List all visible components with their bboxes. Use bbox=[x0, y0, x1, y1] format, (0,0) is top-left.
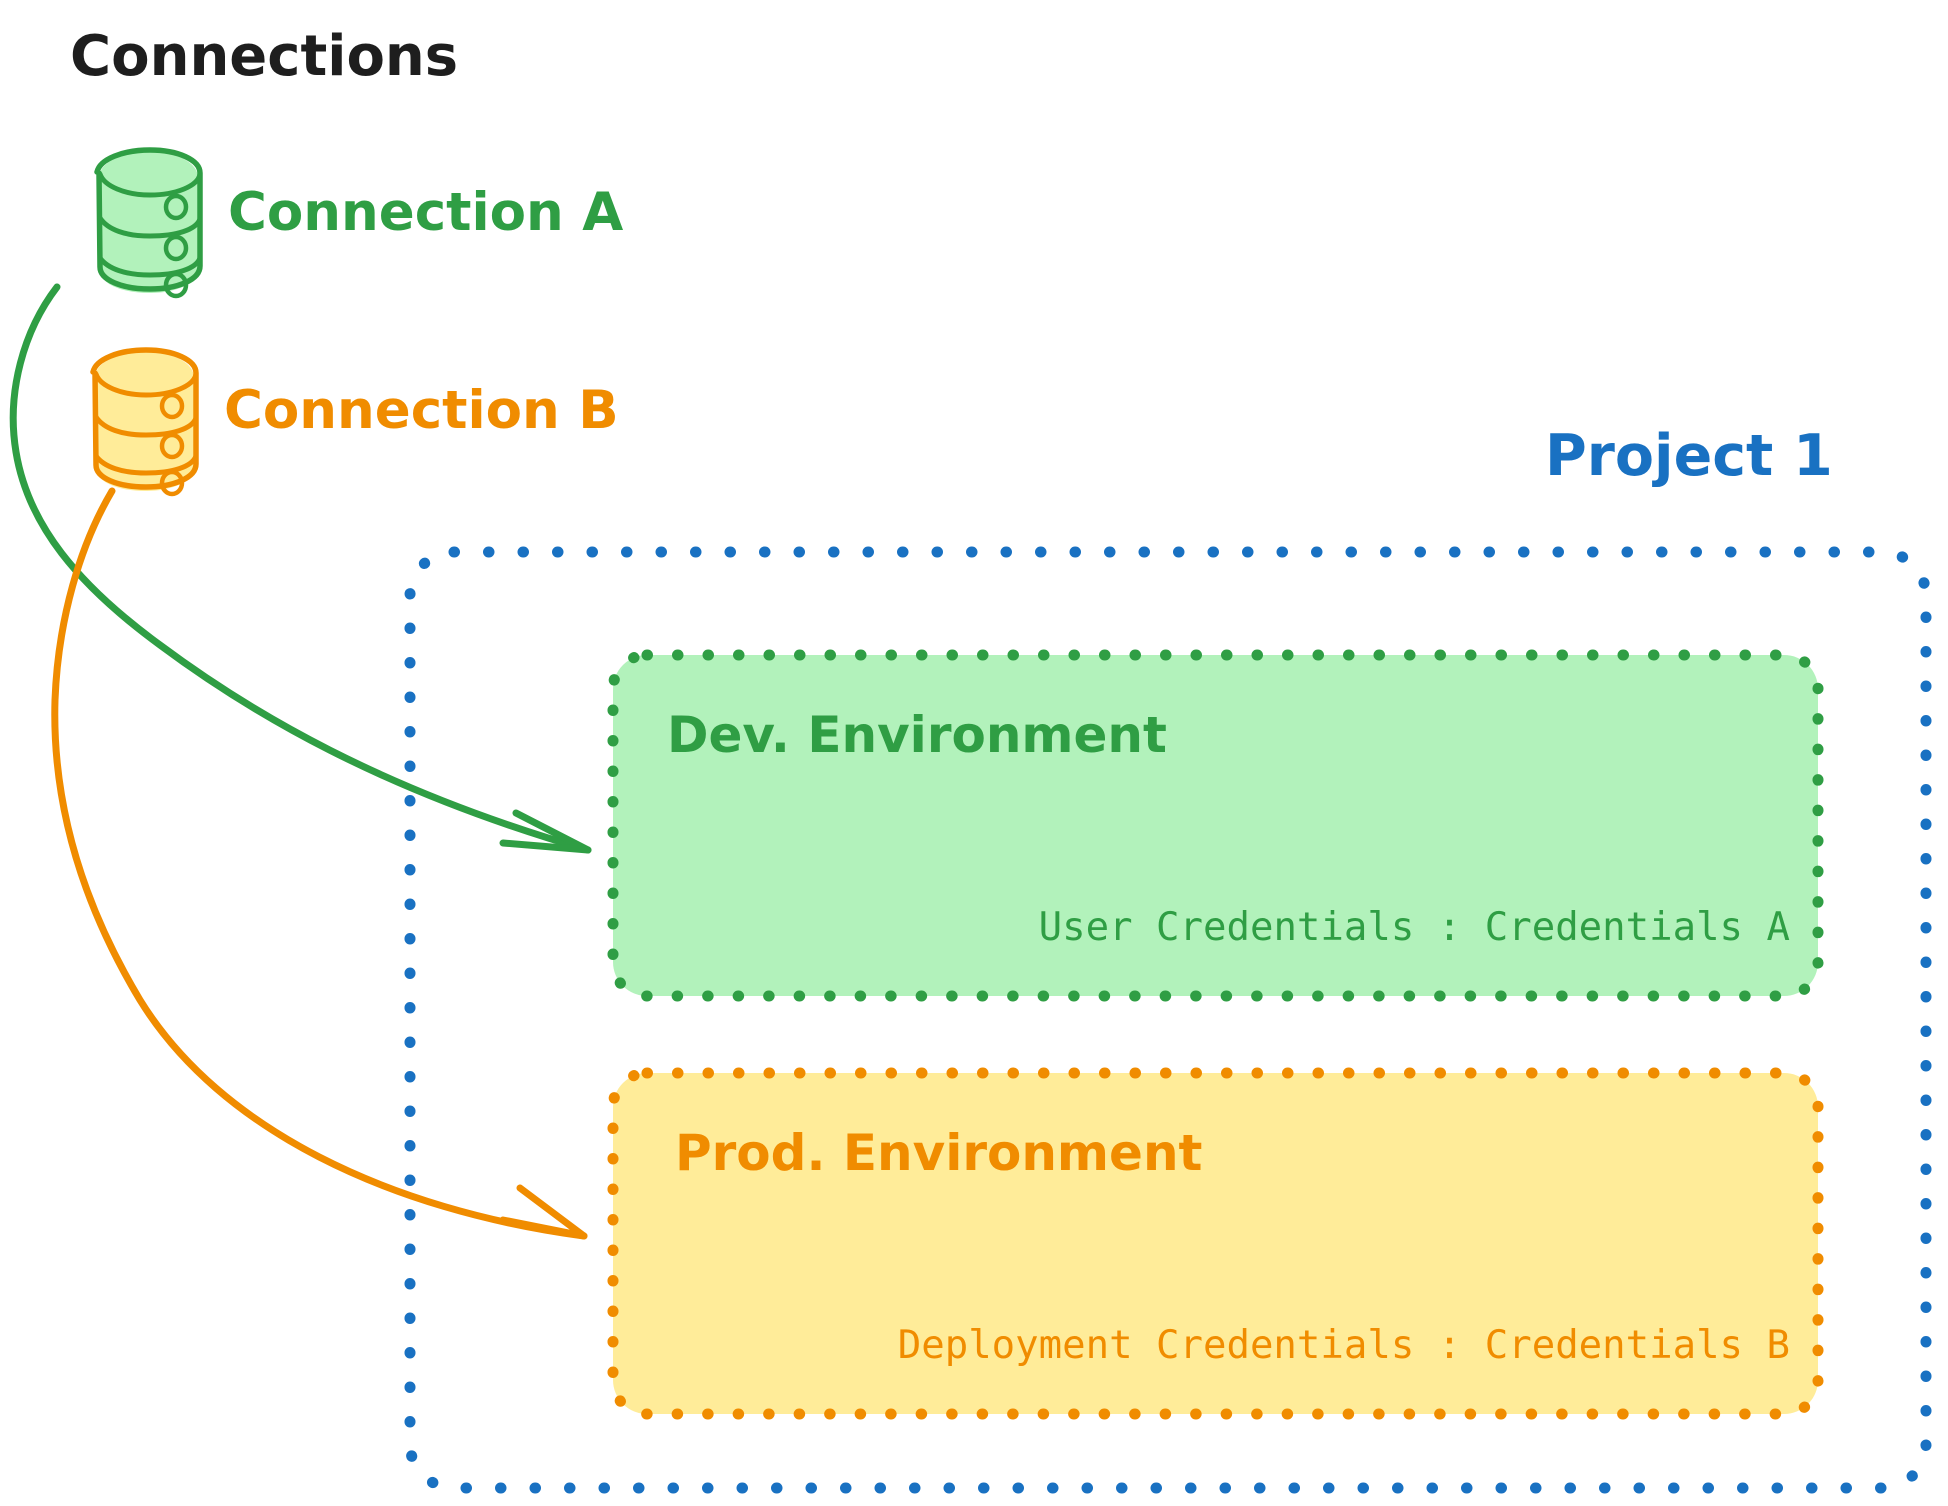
connection-a[interactable]: Connection A bbox=[94, 147, 623, 299]
database-icon bbox=[94, 147, 203, 299]
arrow-b-head-icon bbox=[499, 1184, 588, 1240]
arrow-b-path bbox=[51, 487, 588, 1240]
database-icon-led-1 bbox=[163, 193, 189, 221]
dev-environment-fill bbox=[613, 655, 1818, 996]
database-icon-led-2 bbox=[163, 234, 189, 262]
connection-b[interactable]: Connection B bbox=[90, 347, 619, 497]
database-icon-body bbox=[90, 347, 199, 490]
database-icon-top-ellipse bbox=[93, 371, 199, 398]
arrow-a-path bbox=[9, 283, 592, 854]
database-icon-band-1 bbox=[97, 215, 203, 239]
prod-environment-fill bbox=[613, 1073, 1818, 1414]
dev-environment-title: Dev. Environment bbox=[667, 706, 1167, 764]
database-icon-band-1 bbox=[93, 414, 199, 438]
prod-environment-title: Prod. Environment bbox=[675, 1124, 1202, 1182]
arrow-connection-a-to-dev bbox=[9, 283, 592, 854]
database-icon-top-ellipse bbox=[97, 171, 203, 198]
database-icon-led-2 bbox=[159, 432, 185, 460]
prod-environment-box[interactable]: Prod. Environment Deployment Credentials… bbox=[607, 1067, 1824, 1420]
database-icon-led-3 bbox=[159, 469, 185, 497]
project-label: Project 1 bbox=[1545, 423, 1833, 489]
page-title: Connections bbox=[70, 24, 458, 89]
connection-a-label: Connection A bbox=[228, 182, 623, 243]
database-icon-led-3 bbox=[163, 271, 189, 299]
database-icon-band-2 bbox=[93, 453, 199, 476]
connection-b-label: Connection B bbox=[224, 380, 619, 441]
arrow-connection-b-to-prod bbox=[51, 487, 588, 1240]
dev-environment-credentials: User Credentials : Credentials A bbox=[1039, 905, 1790, 950]
arrow-a-head-icon bbox=[499, 809, 592, 854]
database-icon bbox=[90, 347, 199, 497]
database-icon-led-1 bbox=[159, 392, 185, 420]
database-icon-band-2 bbox=[97, 255, 203, 278]
database-icon-body bbox=[94, 147, 203, 292]
prod-environment-credentials: Deployment Credentials : Credentials B bbox=[898, 1323, 1790, 1368]
dev-environment-box[interactable]: Dev. Environment User Credentials : Cred… bbox=[607, 649, 1824, 1002]
